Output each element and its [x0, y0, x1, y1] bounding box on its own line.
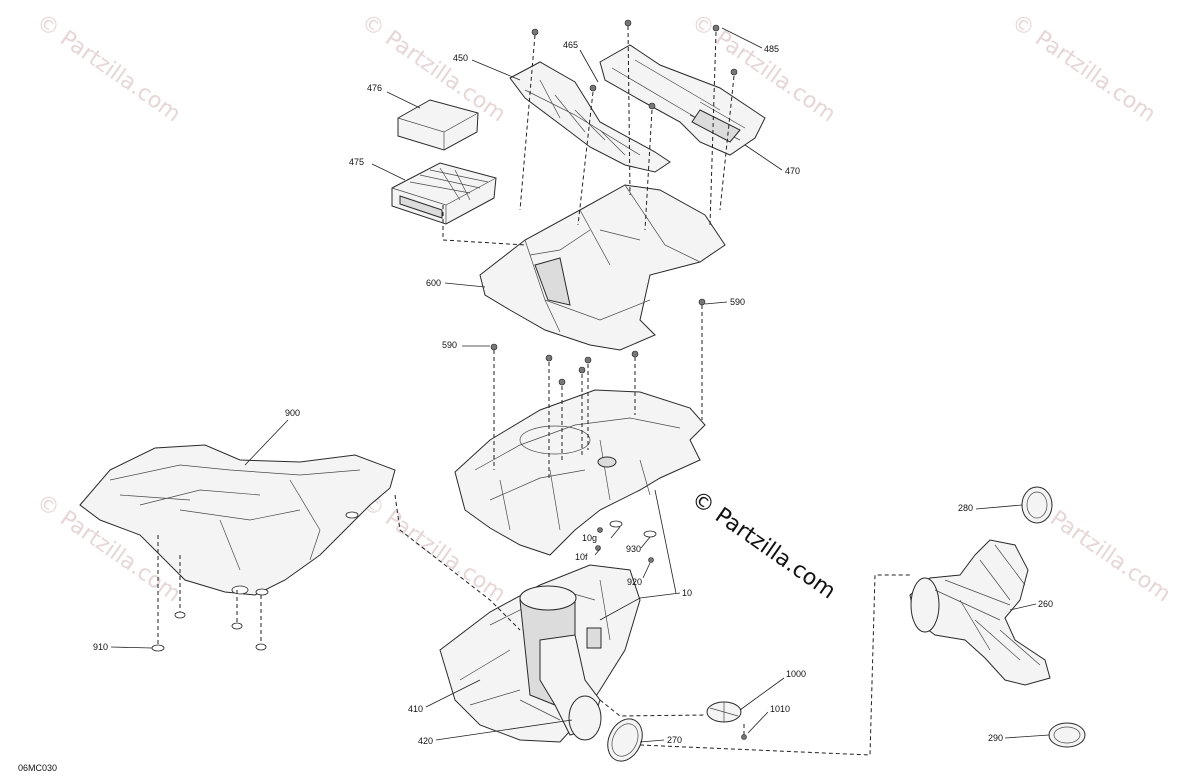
watermark: © Partzilla.com	[32, 9, 185, 127]
callout-600: 600	[426, 278, 441, 288]
part-900-skid-plate	[79, 444, 396, 596]
callout-1000: 1000	[786, 669, 806, 679]
part-1000-cap	[706, 701, 742, 723]
callout-470: 470	[785, 166, 800, 176]
callout-420: 420	[418, 736, 433, 746]
part-420-tube	[539, 634, 602, 741]
callout-485: 485	[764, 44, 779, 54]
callout-465: 465	[563, 40, 578, 50]
callout-590-right: 590	[730, 297, 745, 307]
assembly-lines	[157, 25, 912, 756]
hardware	[151, 19, 747, 740]
callout-260: 260	[1038, 599, 1053, 609]
callout-930: 930	[626, 544, 641, 554]
part-450-cover	[509, 61, 671, 173]
diagram-code: 06MC030	[18, 763, 57, 773]
callout-900: 900	[285, 408, 300, 418]
callout-labels: 450 465 485 476 470 475 600 590 590 900 …	[93, 40, 1053, 746]
callout-280: 280	[958, 503, 973, 513]
callout-920: 920	[627, 577, 642, 587]
callout-290: 290	[988, 733, 1003, 743]
callout-10: 10	[682, 588, 692, 598]
part-270-clamp	[607, 718, 643, 762]
copyright-text: © Partzilla.com	[687, 486, 840, 604]
part-290-clamp	[1048, 722, 1086, 748]
part-475-filter	[391, 162, 497, 225]
callout-410: 410	[408, 704, 423, 714]
callout-1010: 1010	[770, 704, 790, 714]
watermark: © Partzilla.com	[1007, 9, 1160, 127]
leader-lines	[110, 27, 1050, 743]
callout-10f: 10f	[575, 552, 588, 562]
part-260-intake-boot	[909, 539, 1051, 686]
callout-590-left: 590	[442, 340, 457, 350]
callout-10g: 10g	[582, 533, 597, 543]
part-280-clamp	[1021, 486, 1053, 524]
part-476-pad	[397, 99, 479, 151]
callout-270: 270	[667, 735, 682, 745]
part-600-housing	[479, 184, 726, 351]
callout-475: 475	[349, 157, 364, 167]
callout-450: 450	[453, 53, 468, 63]
callout-910: 910	[93, 642, 108, 652]
callout-476: 476	[367, 83, 382, 93]
part-10-lower-housing	[454, 389, 706, 556]
